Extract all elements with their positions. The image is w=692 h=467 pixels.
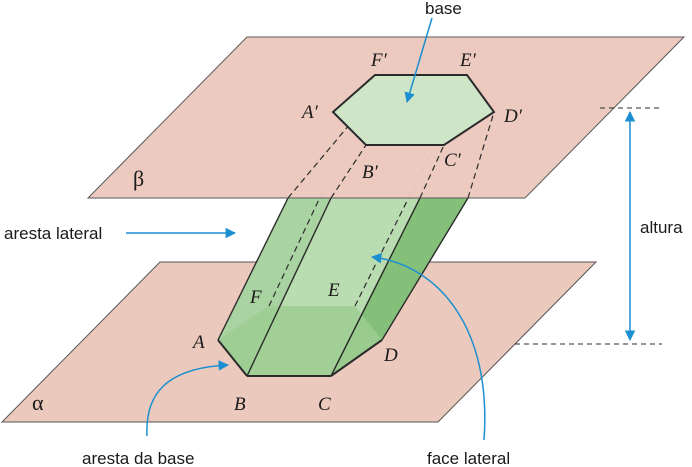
- lateral-edges: [217, 197, 469, 377]
- face-lateral-label: face lateral: [427, 449, 510, 467]
- aresta-da-base-label: aresta da base: [82, 449, 194, 467]
- face-lateral-front: [218, 306, 382, 376]
- vertex-e-prime-label: E′: [459, 50, 477, 71]
- vertex-c-label: C: [318, 394, 331, 415]
- altura-guides: [515, 107, 662, 345]
- base-label: base: [425, 0, 462, 18]
- vertex-d-label: D: [383, 345, 398, 366]
- vertex-d-prime-label: D′: [503, 106, 523, 127]
- vertex-f-label: F: [249, 287, 262, 308]
- plane-alpha-label: α: [32, 390, 44, 415]
- face-lateral-arrow: [370, 252, 486, 441]
- aresta-lateral-label: aresta lateral: [4, 224, 102, 243]
- vertex-b-prime-label: B′: [362, 162, 379, 183]
- plane-beta-label: β: [133, 166, 144, 191]
- aresta-da-base-arrow: [146, 360, 230, 437]
- vertex-b-label: B: [234, 394, 246, 415]
- vertex-f-prime-label: F′: [370, 50, 388, 71]
- vertex-e-label: E: [327, 280, 340, 301]
- vertex-a-prime-label: A′: [300, 102, 319, 123]
- altura-label: altura: [640, 218, 683, 237]
- base-top: [331, 74, 496, 146]
- base-bottom-edges: [217, 339, 383, 377]
- base-arrow: [404, 17, 433, 104]
- vertex-a-label: A: [191, 332, 205, 353]
- vertex-c-prime-label: C′: [444, 150, 462, 171]
